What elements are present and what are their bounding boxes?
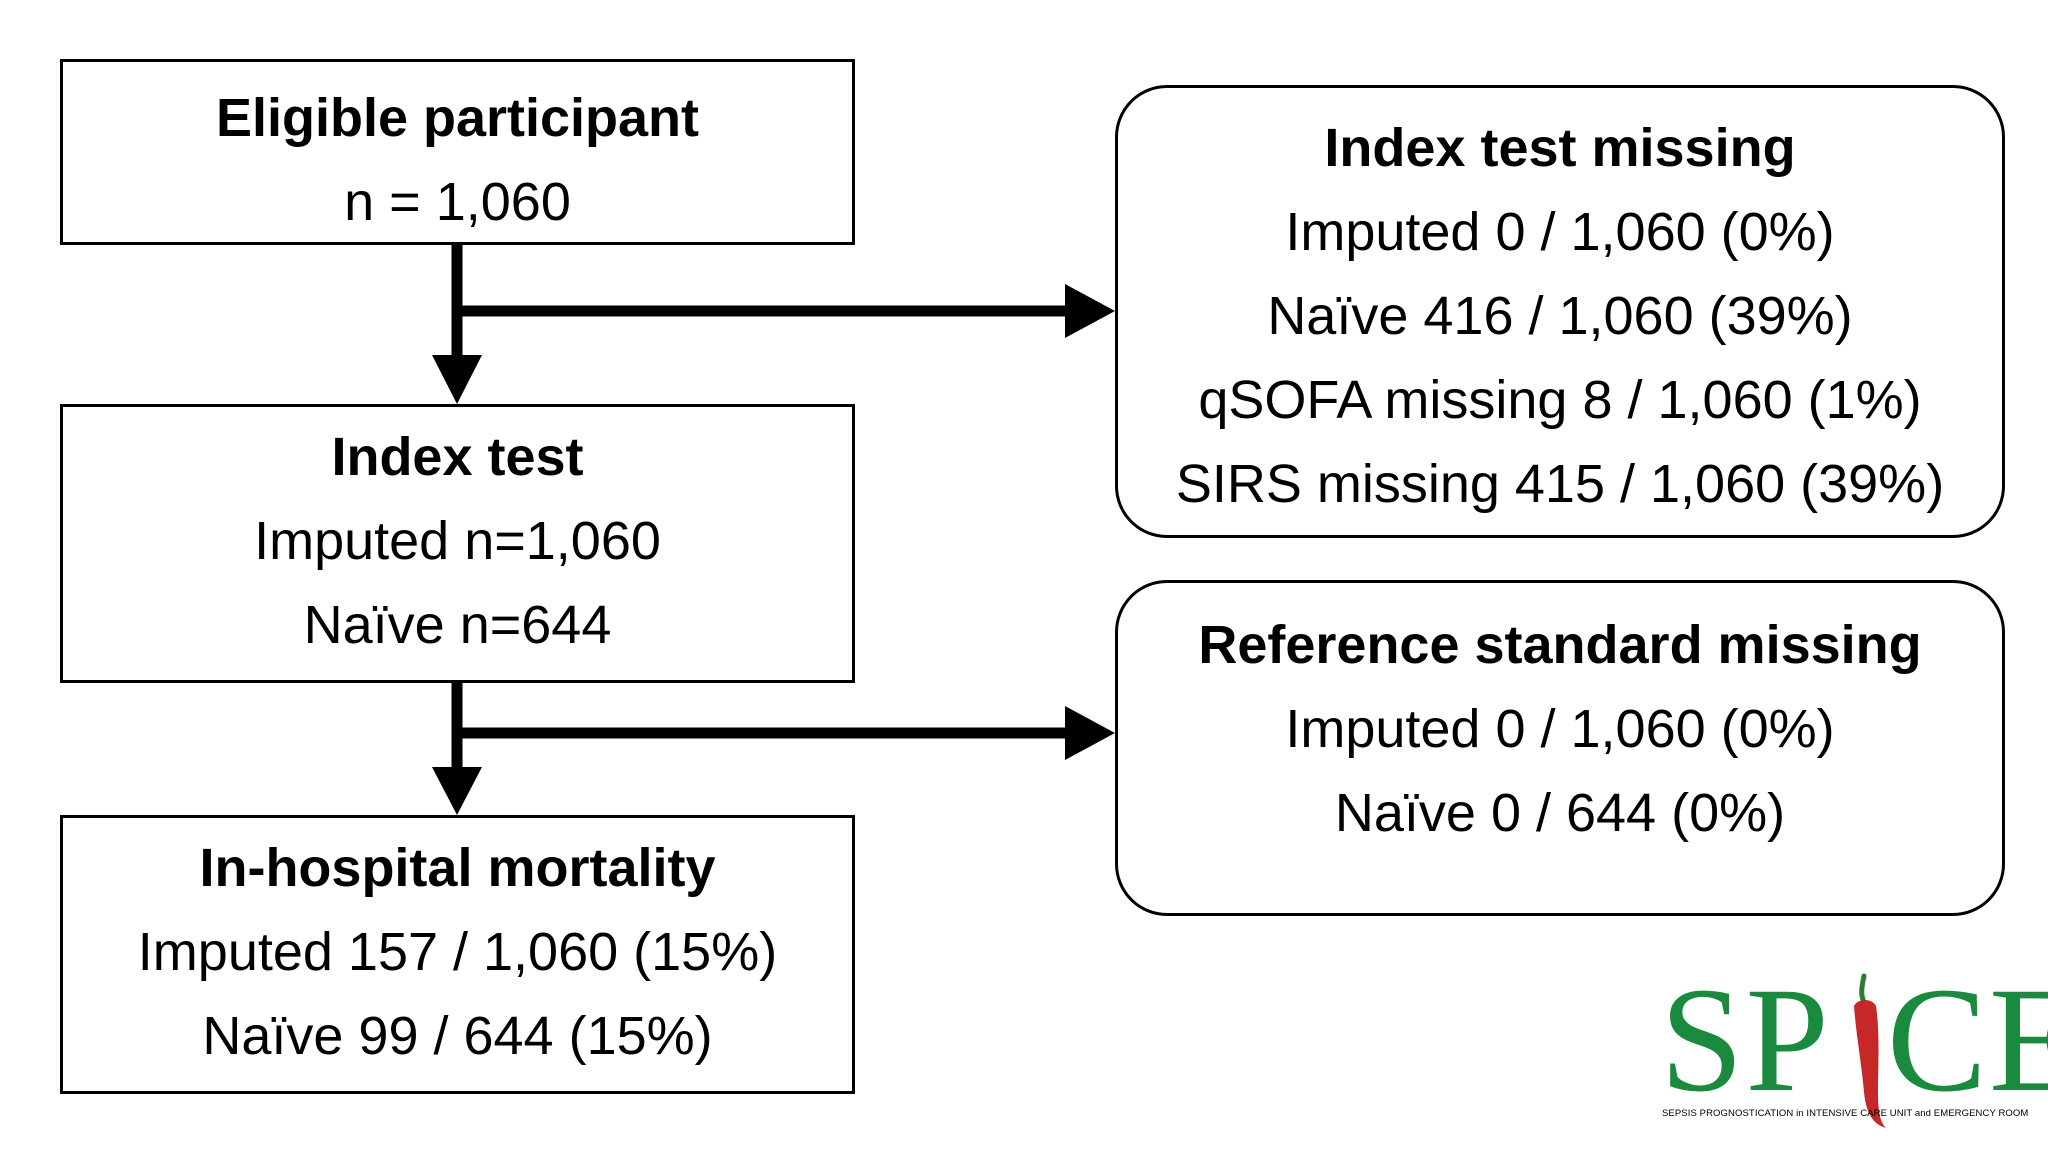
arrow-eligible-to-index-head [432,355,482,404]
mortality-title: In-hospital mortality [199,838,716,898]
index-missing-imputed: Imputed 0 / 1,060 (0%) [1285,202,1835,262]
eligible-count: n = 1,060 [344,172,571,232]
index-test-box: Index test Imputed n=1,060 Naïve n=644 [60,404,855,683]
index-missing-naive: Naïve 416 / 1,060 (39%) [1267,286,1853,346]
index-test-naive: Naïve n=644 [303,595,612,655]
logo-letter-s: S [1660,957,1746,1123]
index-test-title: Index test [331,427,584,487]
index-test-missing-box: Index test missing Imputed 0 / 1,060 (0%… [1115,85,2005,538]
reference-missing-imputed: Imputed 0 / 1,060 (0%) [1285,699,1835,759]
logo-letter-p: P [1745,957,1831,1123]
logo-letter-c: C [1886,957,1989,1123]
index-missing-title: Index test missing [1324,118,1796,178]
reference-standard-missing-box: Reference standard missing Imputed 0 / 1… [1115,580,2005,916]
chili-pepper-icon [1854,973,1886,1128]
mortality-box: In-hospital mortality Imputed 157 / 1,06… [60,815,855,1094]
eligible-title: Eligible participant [215,88,700,148]
reference-missing-title: Reference standard missing [1198,615,1922,675]
index-missing-qsofa: qSOFA missing 8 / 1,060 (1%) [1198,370,1922,430]
mortality-naive: Naïve 99 / 644 (15%) [202,1006,713,1066]
eligible-participant-box: Eligible participant n = 1,060 [60,59,855,245]
arrow-to-reference-missing-head [1065,706,1115,760]
mortality-imputed: Imputed 157 / 1,060 (15%) [137,922,778,982]
index-missing-sirs: SIRS missing 415 / 1,060 (39%) [1175,454,1945,514]
index-test-imputed: Imputed n=1,060 [254,511,661,571]
arrow-to-index-missing-head [1065,284,1115,338]
arrow-index-to-mortality-head [432,767,482,815]
spice-logo-tagline: SEPSIS PROGNOSTICATION in INTENSIVE CARE… [1662,1108,2029,1119]
logo-letter-e: E [1988,957,2048,1123]
reference-missing-naive: Naïve 0 / 644 (0%) [1334,783,1786,843]
